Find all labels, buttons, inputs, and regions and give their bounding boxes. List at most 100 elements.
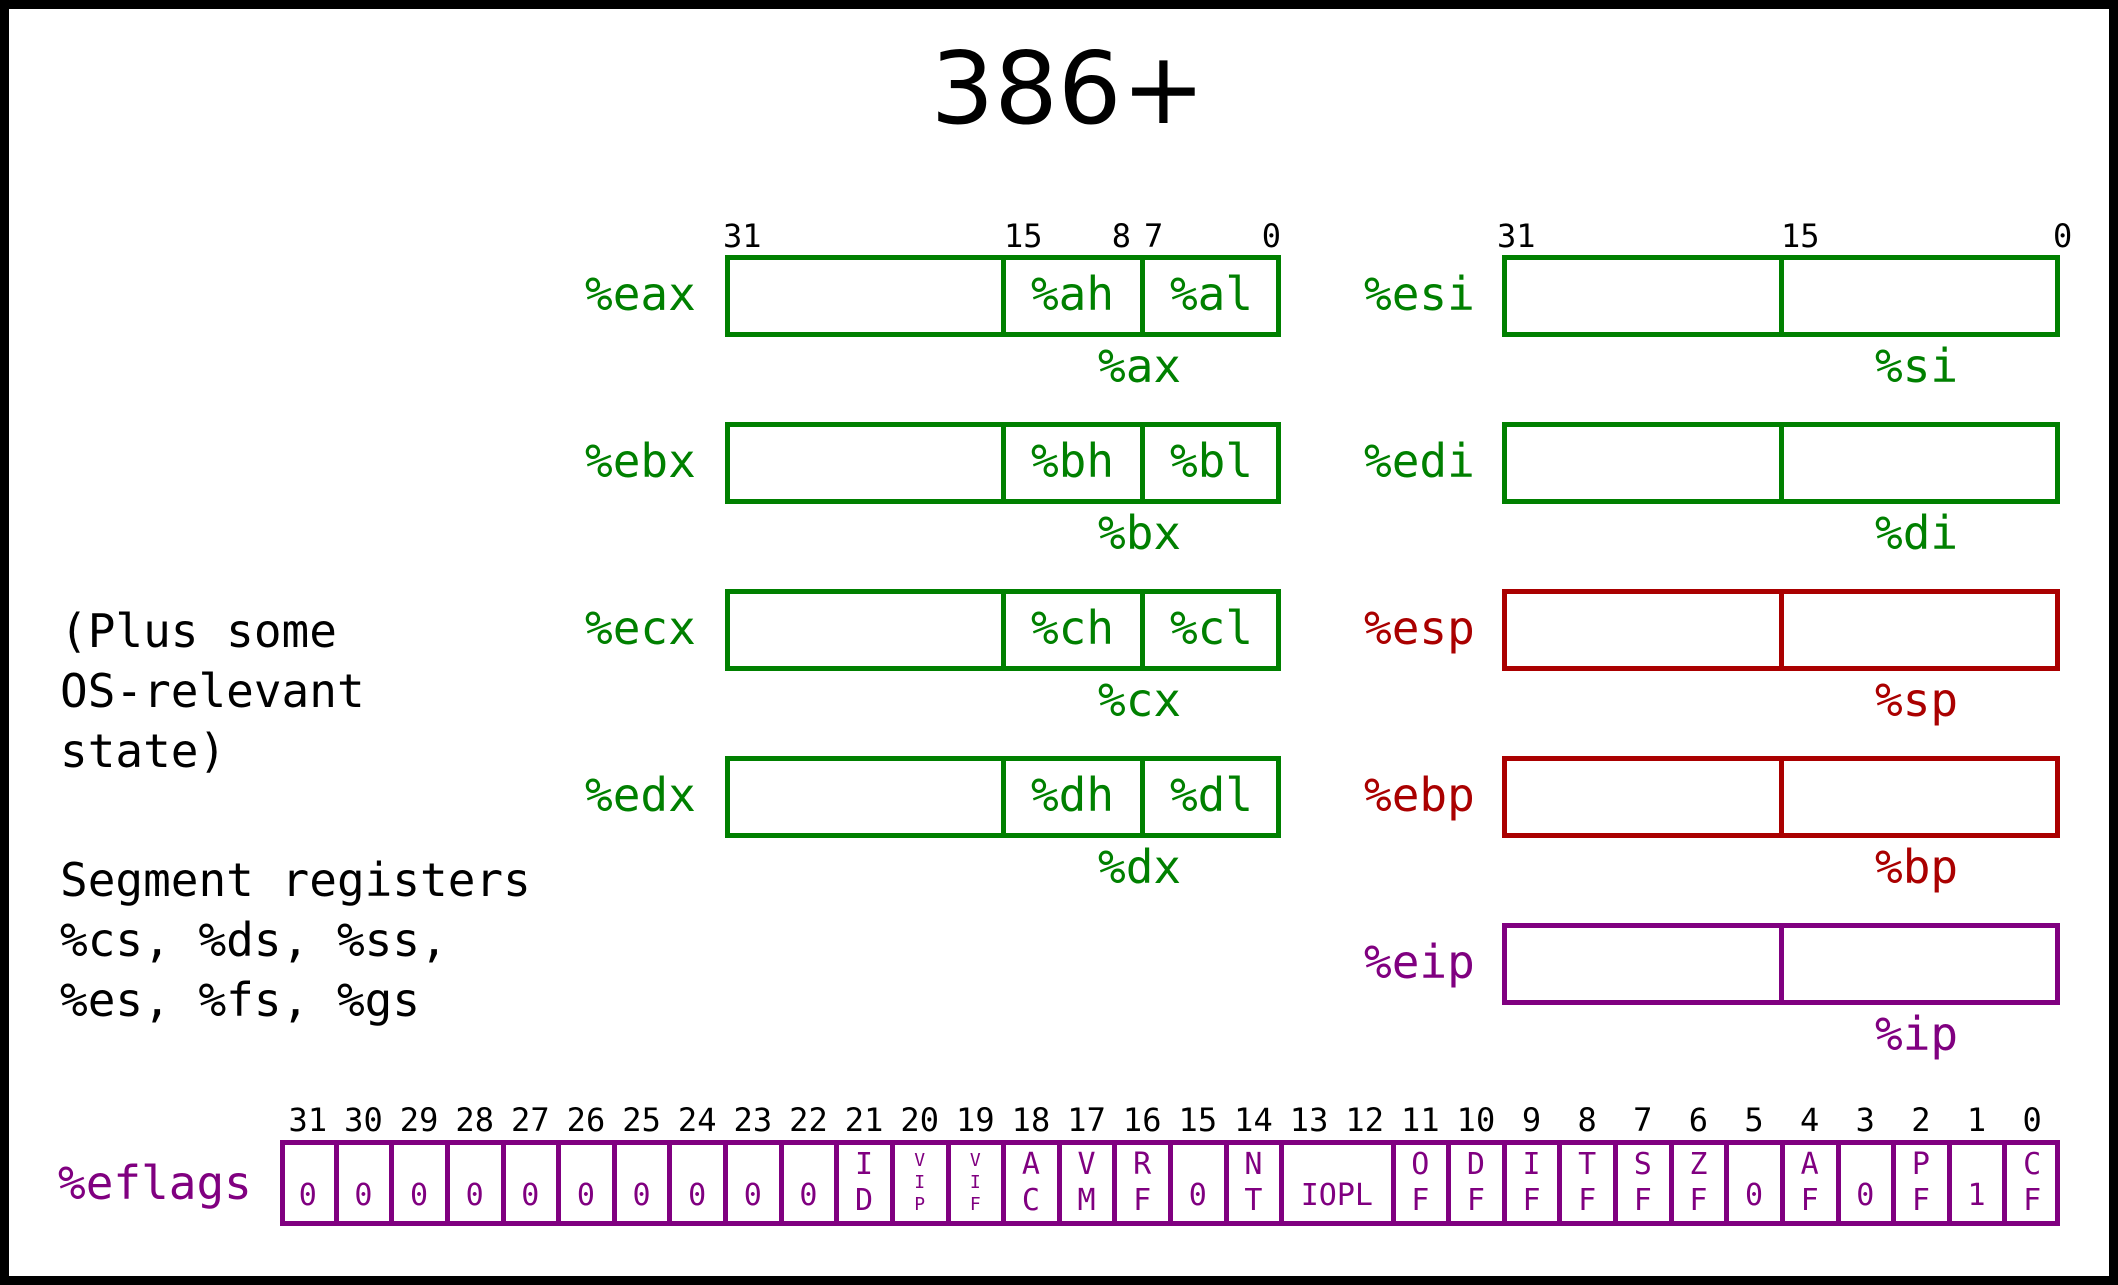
eflags-bit-22-text: 0 bbox=[799, 1178, 818, 1213]
bit-label-8: 8 bbox=[1111, 217, 1131, 255]
eflags-bit-20-text: V bbox=[914, 1150, 926, 1171]
eflags-bit-9-text: I bbox=[1522, 1147, 1541, 1182]
eflags-bit-number: 9 bbox=[1521, 1101, 1542, 1139]
register-divider bbox=[1779, 422, 1784, 504]
register-word-di: %di bbox=[1875, 506, 1959, 560]
eflags-bit-28-text: 0 bbox=[465, 1178, 484, 1213]
eflags-bit-16-text: F bbox=[1133, 1183, 1152, 1218]
register-name-ebx: %ebx bbox=[585, 434, 696, 488]
eflags-bit-5-text: 0 bbox=[1745, 1178, 1764, 1213]
eflags-iopl-label: IOPL bbox=[1300, 1178, 1373, 1213]
eflags-bit-number: 6 bbox=[1688, 1101, 1709, 1139]
eflags-bit-7-text: S bbox=[1633, 1147, 1652, 1182]
eflags-bit-26-text: 0 bbox=[576, 1178, 595, 1213]
eflags-bit-number: 21 bbox=[844, 1101, 884, 1139]
eflags-bit-number: 27 bbox=[511, 1101, 550, 1139]
register-divider bbox=[1001, 756, 1006, 838]
register-word-cx: %cx bbox=[1098, 673, 1182, 727]
register-name-eip: %eip bbox=[1364, 935, 1475, 989]
eflags-divider bbox=[611, 1140, 617, 1226]
eflags-bit-2-text: F bbox=[1911, 1183, 1930, 1218]
eflags-bit-number: 12 bbox=[1345, 1101, 1384, 1139]
eflags-divider bbox=[1779, 1140, 1785, 1226]
eflags-bit-6-text: Z bbox=[1689, 1147, 1708, 1182]
register-word-bp: %bp bbox=[1875, 840, 1959, 894]
eflags-bit-18-text: C bbox=[1021, 1183, 1040, 1218]
register-low-byte-al: %al bbox=[1169, 267, 1254, 321]
bit-label-15: 15 bbox=[1004, 217, 1043, 255]
eflags-divider bbox=[389, 1140, 395, 1226]
register-word-dx: %dx bbox=[1098, 840, 1182, 894]
register-low-byte-cl: %cl bbox=[1169, 601, 1254, 655]
eflags-divider bbox=[556, 1140, 562, 1226]
register-high-byte-ah: %ah bbox=[1030, 267, 1115, 321]
register-word-sp: %sp bbox=[1875, 673, 1959, 727]
register-divider bbox=[1001, 589, 1006, 671]
eflags-bit-number: 30 bbox=[344, 1101, 383, 1139]
eflags-bit-number: 5 bbox=[1744, 1101, 1764, 1139]
eflags-bit-number: 14 bbox=[1234, 1101, 1273, 1139]
eflags-bit-number: 24 bbox=[677, 1101, 717, 1139]
eflags-divider bbox=[1056, 1140, 1062, 1226]
eflags-divider bbox=[834, 1140, 840, 1226]
eflags-bit-number: 8 bbox=[1577, 1101, 1597, 1139]
eflags-bit-number: 4 bbox=[1800, 1101, 1820, 1139]
eflags-divider bbox=[667, 1140, 673, 1226]
register-name-eax: %eax bbox=[585, 267, 696, 321]
register-divider bbox=[1001, 255, 1006, 337]
eflags-bit-7-text: F bbox=[1633, 1183, 1652, 1218]
eflags-bit-3-text: 0 bbox=[1856, 1178, 1875, 1213]
segment-registers-note: Segment registers %cs, %ds, %ss, %es, %f… bbox=[60, 853, 531, 1027]
eflags-bit-6-text: F bbox=[1689, 1183, 1708, 1218]
eflags-bit-0-text: F bbox=[2023, 1183, 2042, 1218]
eflags-bit-20-text: P bbox=[914, 1194, 926, 1215]
eflags-bit-number: 2 bbox=[1911, 1101, 1931, 1139]
register-divider bbox=[1779, 923, 1784, 1005]
register-high-byte-ch: %ch bbox=[1030, 601, 1115, 655]
register-name-edi: %edi bbox=[1364, 434, 1475, 488]
eflags-bit-number: 11 bbox=[1401, 1101, 1440, 1139]
eflags-divider bbox=[778, 1140, 784, 1226]
register-word-ax: %ax bbox=[1098, 339, 1182, 393]
eflags-bit-9-text: F bbox=[1522, 1183, 1541, 1218]
eflags-bit-14-text: T bbox=[1244, 1183, 1263, 1218]
eflags-divider bbox=[1112, 1140, 1118, 1226]
bit-label-0: 0 bbox=[1261, 217, 1281, 255]
eflags-bit-23-text: 0 bbox=[743, 1178, 762, 1213]
register-word-ip: %ip bbox=[1875, 1007, 1959, 1061]
eflags-bit-8-text: T bbox=[1578, 1147, 1597, 1182]
register-divider bbox=[1779, 255, 1784, 337]
eflags-bit-number: 10 bbox=[1456, 1101, 1496, 1139]
register-divider bbox=[1779, 589, 1784, 671]
register-word-si: %si bbox=[1875, 339, 1959, 393]
eflags-divider bbox=[1279, 1140, 1285, 1226]
eflags-divider bbox=[1613, 1140, 1618, 1226]
eflags-bit-19-text: I bbox=[969, 1172, 981, 1193]
eflags-divider bbox=[444, 1140, 450, 1226]
eflags-divider bbox=[333, 1140, 339, 1226]
register-name-esi: %esi bbox=[1364, 267, 1475, 321]
eflags-bit-11-text: O bbox=[1411, 1147, 1430, 1182]
eflags-bit-number: 23 bbox=[733, 1101, 773, 1139]
bit-label-right-0: 0 bbox=[2053, 217, 2073, 255]
bit-label-right-31: 31 bbox=[1497, 217, 1536, 255]
eflags-bit-number: 26 bbox=[566, 1101, 606, 1139]
eflags-bit-number: 0 bbox=[2022, 1101, 2042, 1139]
eflags-divider bbox=[1390, 1140, 1396, 1226]
eflags-bit-20-text: I bbox=[914, 1172, 926, 1193]
register-divider bbox=[1140, 422, 1145, 504]
register-divider bbox=[1140, 589, 1145, 671]
eflags-bit-25-text: 0 bbox=[632, 1178, 651, 1213]
eflags-divider bbox=[2002, 1140, 2008, 1226]
eflags-bit-18-text: A bbox=[1021, 1147, 1040, 1182]
eflags-name: %eflags bbox=[58, 1156, 252, 1210]
register-divider bbox=[1140, 255, 1145, 337]
eflags-bit-30-text: 0 bbox=[354, 1178, 373, 1213]
eflags-divider bbox=[889, 1140, 895, 1226]
bit-label-31: 31 bbox=[723, 217, 762, 255]
register-name-esp: %esp bbox=[1364, 601, 1475, 655]
os-state-note: (Plus some OS-relevant state) bbox=[60, 604, 365, 778]
eflags-bit-4-text: F bbox=[1800, 1183, 1819, 1218]
eflags-bit-number: 16 bbox=[1122, 1101, 1162, 1139]
eflags-bit-number: 3 bbox=[1855, 1101, 1875, 1139]
